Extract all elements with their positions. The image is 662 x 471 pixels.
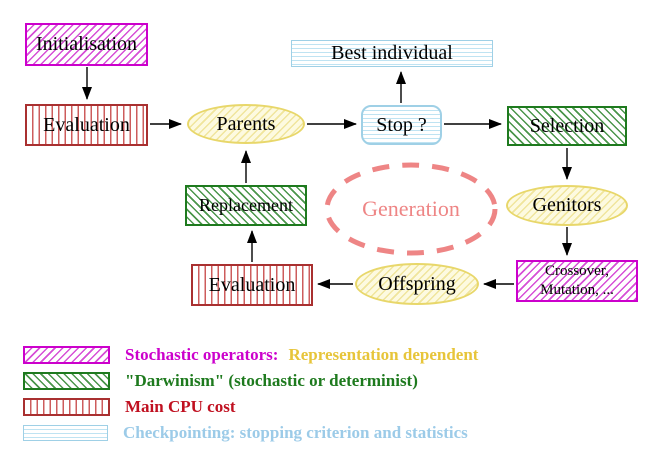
legend-swatch-red-lines	[23, 398, 110, 416]
node-crossover-mutation: Crossover, Mutation, ...	[516, 260, 638, 302]
legend-label-checkpointing: Checkpointing: stopping criterion and st…	[123, 423, 468, 442]
generation-ellipse	[324, 162, 498, 256]
node-evaluation-top-label: Evaluation	[43, 113, 130, 136]
legend-swatch-green-hatch	[23, 372, 110, 390]
legend-row-stochastic-operators: Stochastic operators: Representation dep…	[23, 345, 479, 364]
node-replacement-label: Replacement	[199, 195, 293, 215]
node-selection-label: Selection	[529, 114, 605, 137]
legend-row-darwinism: "Darwinism" (stochastic or determinist)	[23, 371, 418, 390]
node-stop-label: Stop ?	[376, 113, 427, 136]
node-offspring: Offspring	[355, 263, 479, 305]
node-crossover-line1: Crossover,	[545, 263, 609, 280]
node-best-individual: Best individual	[291, 40, 493, 67]
node-stop: Stop ?	[361, 105, 442, 145]
legend-swatch-magenta-hatch	[23, 346, 110, 364]
node-best-individual-label: Best individual	[331, 42, 453, 64]
legend-row-main-cpu-cost: Main CPU cost	[23, 397, 236, 416]
node-parents-label: Parents	[216, 112, 276, 135]
generation-label: Generation	[362, 196, 460, 221]
node-initialisation: Initialisation	[25, 23, 148, 66]
node-parents: Parents	[187, 104, 305, 144]
node-offspring-label: Offspring	[378, 272, 456, 295]
legend-label-darwinism: "Darwinism" (stochastic or determinist)	[125, 371, 418, 390]
node-initialisation-label: Initialisation	[35, 33, 138, 55]
node-evaluation-bottom: Evaluation	[191, 264, 313, 306]
legend-row-checkpointing: Checkpointing: stopping criterion and st…	[23, 423, 468, 442]
node-evaluation-bottom-label: Evaluation	[208, 273, 296, 296]
legend-label-representation-dependent: Representation dependent	[288, 345, 479, 364]
legend-label-main-cpu-cost: Main CPU cost	[125, 397, 236, 416]
node-genitors-label: Genitors	[532, 194, 602, 216]
node-genitors: Genitors	[506, 185, 628, 226]
legend-label-stochastic-operators: Stochastic operators:	[125, 345, 279, 364]
legend-swatch-cyan-lines	[23, 425, 108, 441]
node-crossover-line2: Mutation, ...	[540, 282, 614, 298]
node-replacement: Replacement	[185, 185, 307, 226]
node-evaluation-top: Evaluation	[25, 104, 148, 146]
node-selection: Selection	[507, 106, 627, 146]
